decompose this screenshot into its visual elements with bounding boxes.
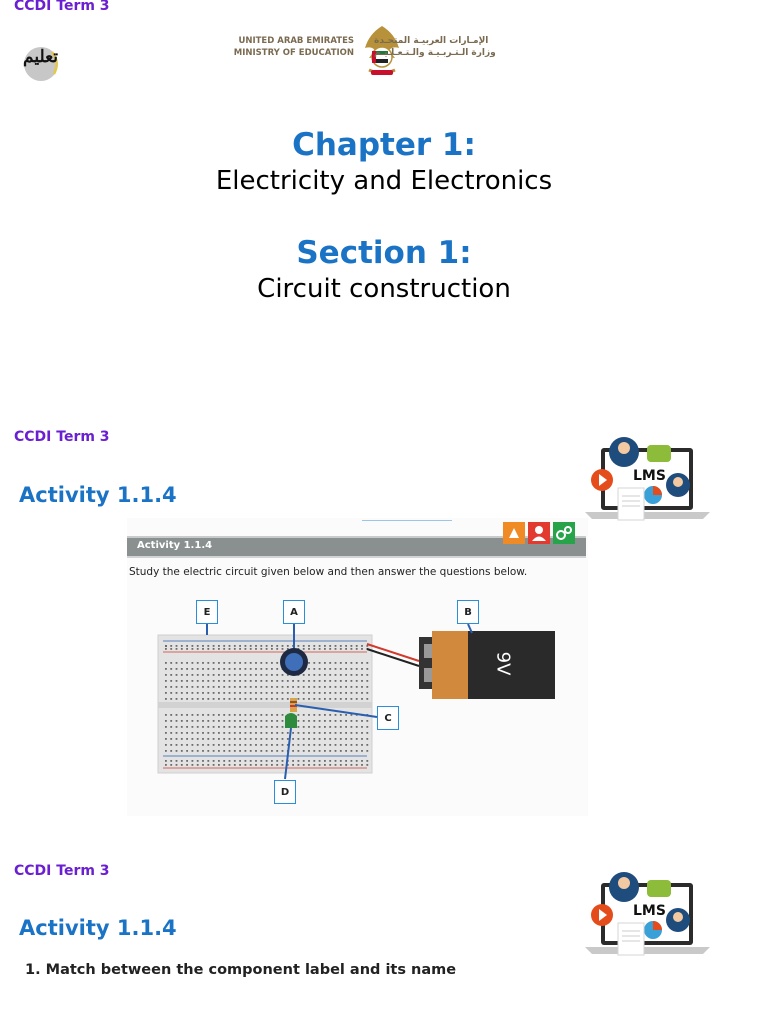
figure-top-rule bbox=[362, 520, 452, 521]
ccdi-term-label: CCDI Term 3 bbox=[14, 863, 110, 879]
taaleem-logo-text: تعليم bbox=[23, 47, 59, 67]
figure-header-bar: Activity 1.1.4 bbox=[127, 536, 586, 558]
uae-emblem-icon bbox=[361, 24, 403, 78]
lms-laptop-icon: LMS bbox=[585, 865, 710, 960]
taaleem-logo-icon bbox=[24, 47, 58, 81]
ministry-english-line-2: MINISTRY OF EDUCATION bbox=[233, 48, 354, 58]
taaleem-logo: تعليم bbox=[20, 42, 62, 84]
activity-title: Activity 1.1.4 bbox=[19, 916, 177, 940]
question-text: 1. Match between the component label and… bbox=[25, 962, 457, 978]
figure-activity-icons bbox=[503, 522, 575, 548]
lms-laptop-icon: LMS bbox=[585, 430, 710, 525]
battery-body-orange bbox=[432, 631, 468, 699]
lms-label: LMS bbox=[633, 468, 666, 484]
chapter-label: Chapter 1: bbox=[292, 127, 476, 163]
ccdi-term-label: CCDI Term 3 bbox=[14, 429, 110, 445]
ministry-arabic: الإمـارات العربيـة المتحـدة وزارة الـتـر… bbox=[374, 35, 524, 59]
ministry-arabic-line-2: وزارة الـتـربـيـة والـتـعـلـيـم bbox=[374, 48, 496, 58]
ministry-english: UNITED ARAB EMIRATES MINISTRY OF EDUCATI… bbox=[204, 35, 354, 59]
ministry-english-line-1: UNITED ARAB EMIRATES bbox=[238, 36, 354, 46]
resistor bbox=[290, 698, 297, 712]
callout-label-d: D bbox=[274, 780, 296, 804]
ccdi-term-label: CCDI Term 3 bbox=[14, 0, 110, 14]
callout-label-b: B bbox=[457, 600, 479, 624]
activity-title: Activity 1.1.4 bbox=[19, 483, 177, 507]
circuit-diagram bbox=[157, 623, 555, 780]
section-title: Circuit construction bbox=[257, 274, 511, 304]
callout-label-e: E bbox=[196, 600, 218, 624]
activity-figure: Activity 1.1.4 Study the electric circui… bbox=[127, 518, 588, 816]
section-label: Section 1: bbox=[296, 235, 472, 271]
battery-body-black bbox=[468, 631, 555, 699]
figure-header-label: Activity 1.1.4 bbox=[137, 540, 213, 551]
chapter-title: Electricity and Electronics bbox=[215, 166, 553, 196]
led bbox=[285, 713, 297, 728]
lms-label: LMS bbox=[633, 903, 666, 919]
figure-instruction: Study the electric circuit given below a… bbox=[129, 566, 528, 578]
ministry-arabic-line-1: الإمـارات العربيـة المتحـدة bbox=[374, 36, 489, 46]
callout-label-c: C bbox=[377, 706, 399, 730]
battery-label: 9V bbox=[492, 651, 514, 676]
callout-label-a: A bbox=[283, 600, 305, 624]
